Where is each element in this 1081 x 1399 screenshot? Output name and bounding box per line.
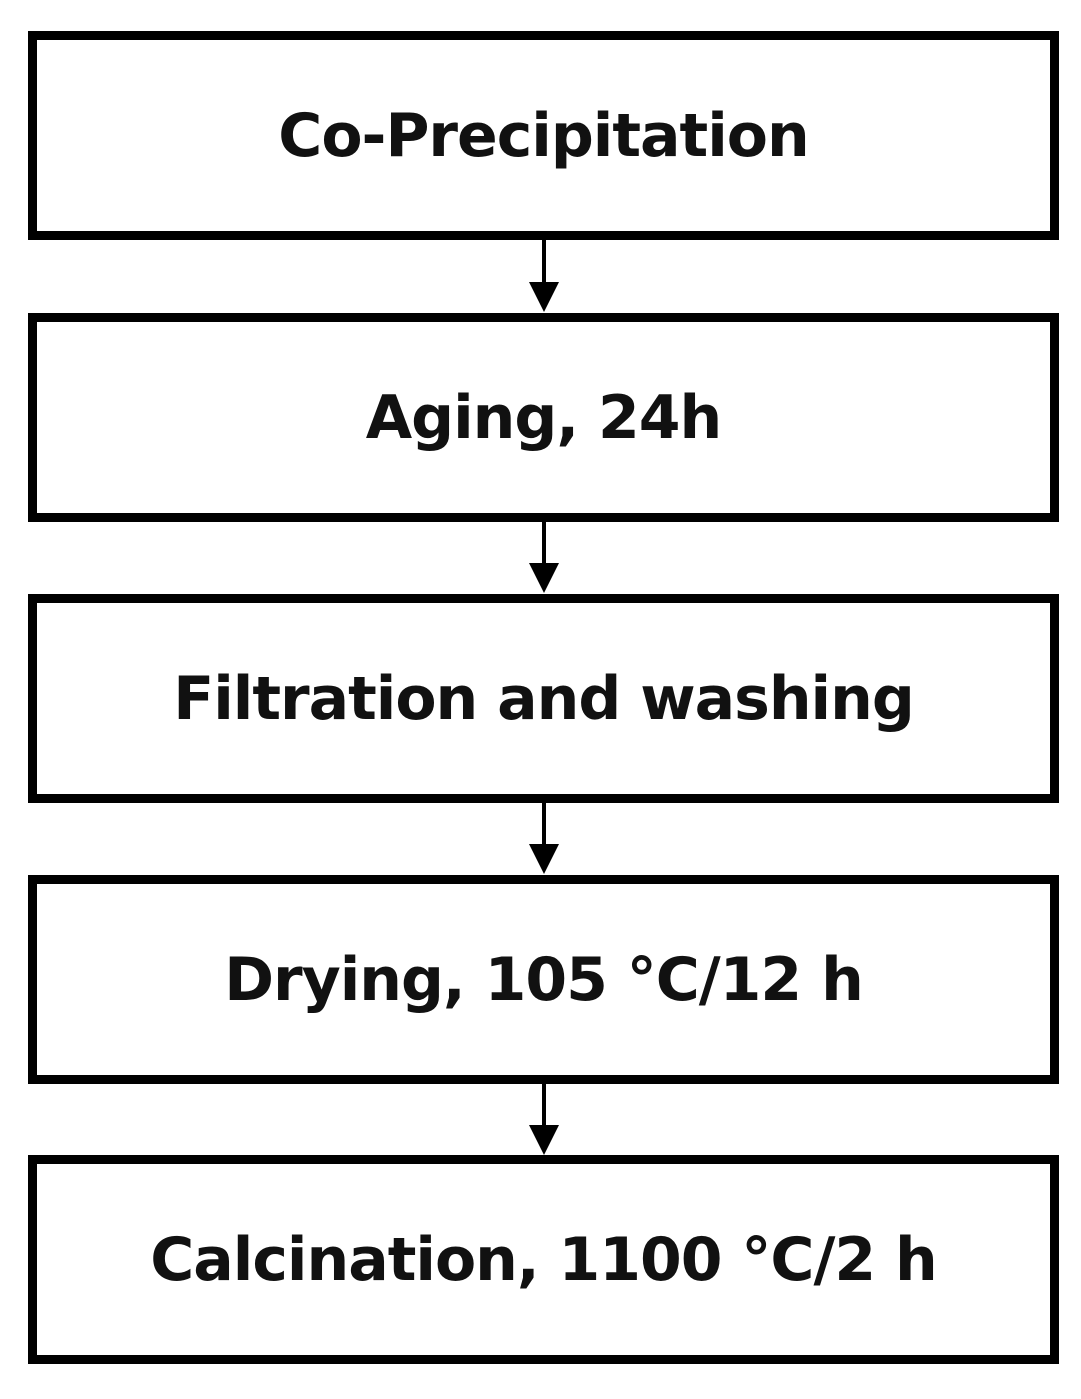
step-filtration-washing: Filtration and washing [28, 594, 1059, 803]
step-label: Calcination, 1100 °C/2 h [150, 1224, 937, 1295]
step-calcination: Calcination, 1100 °C/2 h [28, 1155, 1059, 1364]
step-label: Drying, 105 °C/12 h [224, 944, 864, 1015]
step-co-precipitation: Co-Precipitation [28, 31, 1059, 240]
step-aging: Aging, 24h [28, 313, 1059, 522]
down-arrow-icon [529, 519, 559, 593]
step-label: Filtration and washing [173, 663, 915, 734]
down-arrow-icon [529, 238, 559, 312]
down-arrow-icon [529, 1081, 559, 1155]
step-label: Co-Precipitation [278, 100, 809, 171]
down-arrow-icon [529, 800, 559, 874]
step-label: Aging, 24h [365, 382, 723, 453]
step-drying: Drying, 105 °C/12 h [28, 875, 1059, 1084]
